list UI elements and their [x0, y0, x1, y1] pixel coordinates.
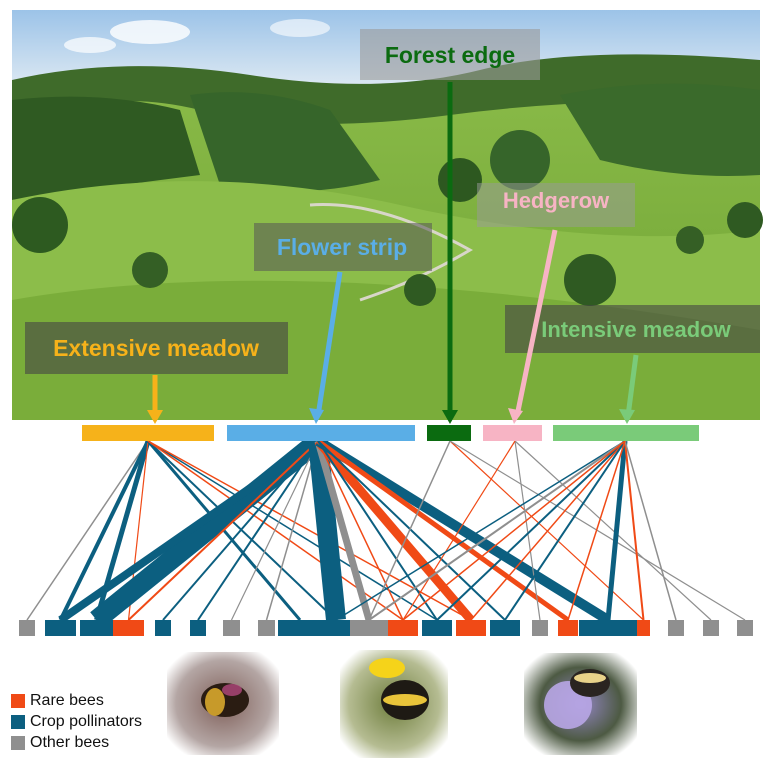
legend-label-rare: Rare bees: [30, 691, 104, 709]
label-box-hedge: [477, 183, 635, 227]
link-extensive-bee-2: [58, 440, 150, 621]
bee-node-10: [322, 620, 350, 636]
link-intensive-bee-17: [567, 440, 626, 621]
arrowhead-intensive-meadow: [619, 409, 635, 424]
bee-node-2: [45, 620, 76, 636]
legend-swatch-rare: [11, 693, 25, 708]
link-flower-bee-10: [308, 439, 346, 622]
link-intensive-bee-14: [470, 440, 626, 621]
link-flower-bee-6: [197, 440, 319, 621]
link-forest-bee-11: [368, 440, 451, 621]
arrowhead-forest-edge: [442, 410, 458, 424]
link-forest-bee-22: [449, 440, 746, 621]
legend-item-other: Other bees: [11, 732, 142, 753]
link-intensive-bee-15: [504, 440, 626, 621]
legend-label-other: Other bees: [30, 733, 110, 751]
link-flower-bee-5: [162, 440, 319, 621]
bee-photo-3: [524, 653, 637, 755]
bee-node-9: [278, 620, 322, 636]
bee-node-11: [350, 620, 388, 636]
legend-label-crop: Crop pollinators: [30, 712, 143, 730]
bee-node-17: [558, 620, 578, 636]
label-forest-edge: Forest edge: [385, 42, 515, 68]
label-extensive-meadow: Extensive meadow: [53, 335, 259, 361]
arrow-intensive-meadow: [625, 354, 639, 417]
link-flower-bee-8: [265, 440, 319, 621]
legend-swatch-crop: [11, 714, 25, 729]
link-flower-bee-17: [316, 438, 570, 623]
link-flower-bee-7: [230, 440, 319, 621]
link-hedge-bee-16: [514, 440, 541, 621]
link-flower-bee-12: [317, 440, 404, 621]
link-flower-bee-13: [317, 440, 438, 621]
habitat-bar-forest: [427, 425, 471, 441]
habitat-arrows: [147, 82, 639, 424]
label-boxes: [25, 29, 760, 374]
link-flower-bee-11: [314, 440, 373, 621]
legend-swatch-other: [11, 735, 25, 750]
label-box-extensive: [25, 322, 288, 374]
bee-node-16: [532, 620, 548, 636]
bee-node-7: [223, 620, 240, 636]
bee-node-20: [668, 620, 684, 636]
link-flower-bee-15: [317, 440, 506, 621]
arrowhead-extensive-meadow: [147, 410, 163, 424]
link-hedge-bee-12: [402, 440, 516, 621]
bee-node-8: [258, 620, 275, 636]
bee-node-21: [703, 620, 719, 636]
legend-item-crop: Crop pollinators: [11, 711, 142, 732]
bee-node-4: [113, 620, 144, 636]
legend-item-rare: Rare bees: [11, 690, 142, 711]
bee-node-18: [579, 620, 637, 636]
label-intensive-meadow: Intensive meadow: [541, 317, 731, 342]
legend: Rare bees Crop pollinators Other bees: [11, 690, 142, 753]
bee-node-14: [456, 620, 486, 636]
arrowhead-flower-strip: [309, 408, 324, 424]
link-intensive-bee-20: [624, 440, 677, 621]
habitat-bar-flower: [227, 425, 415, 441]
habitat-bars: [82, 425, 699, 441]
bee-node-5: [155, 620, 171, 636]
bee-photo-1: [167, 652, 279, 755]
bee-photos: [167, 650, 637, 758]
label-box-flower: [254, 223, 432, 271]
label-box-forest: [360, 29, 540, 80]
link-intensive-bee-11: [368, 440, 626, 621]
link-flower-bee-18: [315, 436, 611, 625]
label-flower-strip: Flower strip: [277, 234, 407, 260]
bee-node-22: [737, 620, 753, 636]
link-intensive-bee-12: [402, 440, 626, 621]
bee-node-6: [190, 620, 206, 636]
label-box-intensive: [505, 305, 760, 353]
bee-node-12: [388, 620, 418, 636]
link-extensive-bee-10: [147, 440, 337, 621]
link-hedge-bee-21: [514, 440, 712, 621]
arrow-flower-strip: [315, 271, 343, 417]
bee-node-13: [422, 620, 452, 636]
link-intensive-bee-18: [605, 440, 628, 621]
interaction-links: [26, 433, 746, 628]
bee-photo-2: [340, 650, 448, 758]
habitat-bar-hedge: [483, 425, 542, 441]
link-intensive-bee-13: [436, 440, 626, 621]
bee-nodes: [19, 620, 753, 636]
habitat-bar-extensive: [82, 425, 214, 441]
link-flower-bee-4: [127, 440, 319, 621]
bee-node-19: [637, 620, 650, 636]
link-flower-bee-2: [58, 437, 321, 624]
habitat-bar-intensive: [553, 425, 699, 441]
bee-node-3: [80, 620, 113, 636]
arrow-hedgerow: [514, 229, 558, 417]
link-extensive-bee-1: [26, 440, 149, 621]
link-intensive-bee-19: [624, 440, 645, 621]
link-flower-bee-14: [314, 438, 475, 623]
bee-node-1: [19, 620, 35, 636]
bee-node-15: [490, 620, 520, 636]
link-intensive-bee-10: [335, 440, 626, 621]
label-hedgerow: Hedgerow: [503, 188, 610, 213]
arrowhead-hedgerow: [508, 408, 523, 424]
